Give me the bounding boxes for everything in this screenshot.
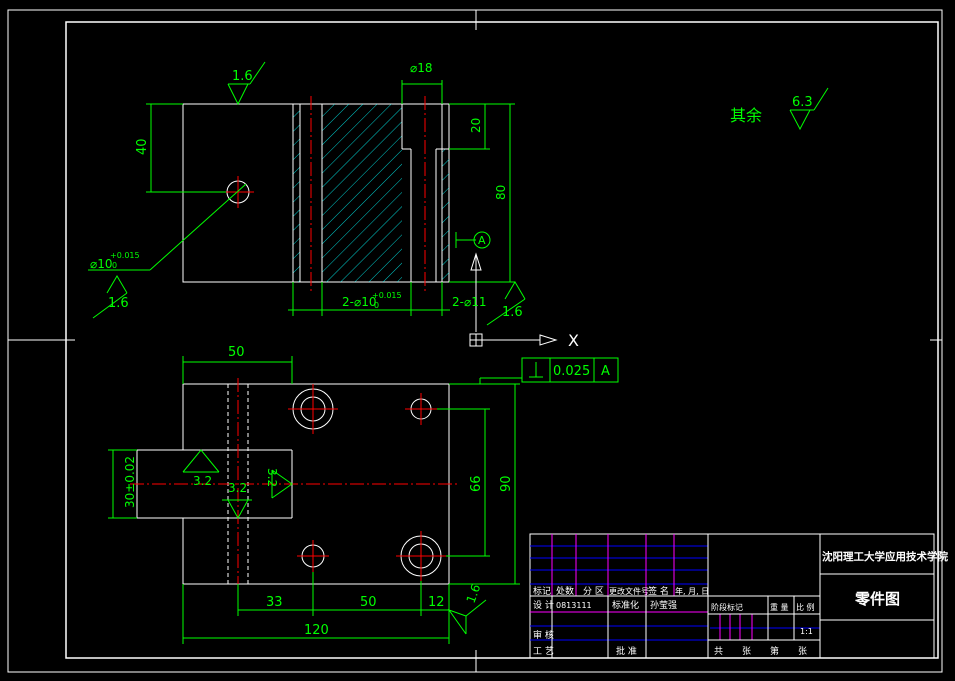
tb-row-approve: 批 准 xyxy=(616,645,637,657)
dim-50-bottom: 50 xyxy=(360,595,377,610)
tb-col-zone: 分 区 xyxy=(583,586,604,597)
top-view: 1.6 40 ⌀10 +0.015 0 1.6 ⌀18 20 80 A 2-⌀1… xyxy=(88,61,579,350)
tb-designer-id: 0813111 xyxy=(556,601,592,610)
tb-col-date: 年, 月, 日 xyxy=(675,586,709,596)
section-hatch xyxy=(322,104,402,282)
tb-sheet-word: 张 xyxy=(798,646,807,657)
hole-tol-upper: +0.015 xyxy=(110,251,140,260)
holes-11-dim: 2-⌀11 xyxy=(452,295,486,309)
tb-weight: 重 量 xyxy=(770,602,789,612)
pin-tol-lower: 0 xyxy=(374,301,379,310)
dim-90: 90 xyxy=(499,475,514,492)
tb-col-change: 更改文件号 xyxy=(609,586,649,596)
tb-institution: 沈阳理工大学应用技术学院 xyxy=(822,550,948,563)
drawing-frame xyxy=(7,9,943,673)
roughness-c: 3.2 xyxy=(265,468,279,487)
roughness-right: 1.6 xyxy=(502,305,523,320)
front-view: 50 0.025 A 66 90 30±0.02 3.2 3.2 3.2 33 … xyxy=(108,345,619,644)
tb-row-process: 工 艺 xyxy=(533,646,554,657)
tb-scale-label: 比 例 xyxy=(796,602,815,612)
counterbore-dim: ⌀18 xyxy=(410,61,433,75)
tb-col-sign: 签 名 xyxy=(648,585,669,597)
tolerance-datum: A xyxy=(601,364,610,379)
tb-row-review: 审 核 xyxy=(533,629,554,641)
title-block: 标记 处数 分 区 更改文件号 签 名 年, 月, 日 设 计 0813111 … xyxy=(529,533,948,659)
dim-40: 40 xyxy=(135,138,150,155)
tolerance-value: 0.025 xyxy=(553,364,590,379)
tb-scale-value: 1:1 xyxy=(800,627,813,636)
dim-12: 12 xyxy=(428,595,445,610)
tb-drawing-name: 零件图 xyxy=(854,590,900,608)
dim-80: 80 xyxy=(494,185,508,200)
dim-33: 33 xyxy=(266,595,283,610)
dim-50-top: 50 xyxy=(228,345,245,360)
tb-sheets-word: 张 xyxy=(742,646,751,657)
tb-stage-mark: 阶段标记 xyxy=(711,602,743,612)
hole-dim-label: ⌀10 xyxy=(90,257,113,271)
dim-120: 120 xyxy=(304,623,329,638)
dim-20: 20 xyxy=(469,118,483,133)
tb-col-mark: 标记 xyxy=(533,585,551,597)
pin-tol-upper: +0.015 xyxy=(372,291,402,300)
roughness-b: 3.2 xyxy=(228,481,247,495)
roughness-a: 3.2 xyxy=(193,474,212,488)
hole-tol-lower: 0 xyxy=(112,261,117,270)
dim-66: 66 xyxy=(469,475,484,492)
others-roughness: 其余 6.3 xyxy=(730,87,829,131)
roughness-bottom: 1.6 xyxy=(464,582,484,605)
others-value: 6.3 xyxy=(792,95,813,110)
axis-x-label: X xyxy=(568,331,579,350)
tb-sheets-total: 共 xyxy=(714,646,723,657)
datum-a-label: A xyxy=(478,234,486,247)
tb-sheet-no: 第 xyxy=(770,645,779,657)
tb-col-count: 处数 xyxy=(556,585,574,597)
roughness-hole: 1.6 xyxy=(108,296,129,311)
tb-standardizer: 孙莹强 xyxy=(650,599,677,611)
pin-holes-dim: 2-⌀10 xyxy=(342,295,376,309)
others-label: 其余 xyxy=(730,106,762,125)
roughness-top: 1.6 xyxy=(232,69,253,84)
tb-standardize: 标准化 xyxy=(612,599,639,611)
dim-30: 30±0.02 xyxy=(123,456,137,508)
tb-row-design: 设 计 xyxy=(533,599,554,611)
